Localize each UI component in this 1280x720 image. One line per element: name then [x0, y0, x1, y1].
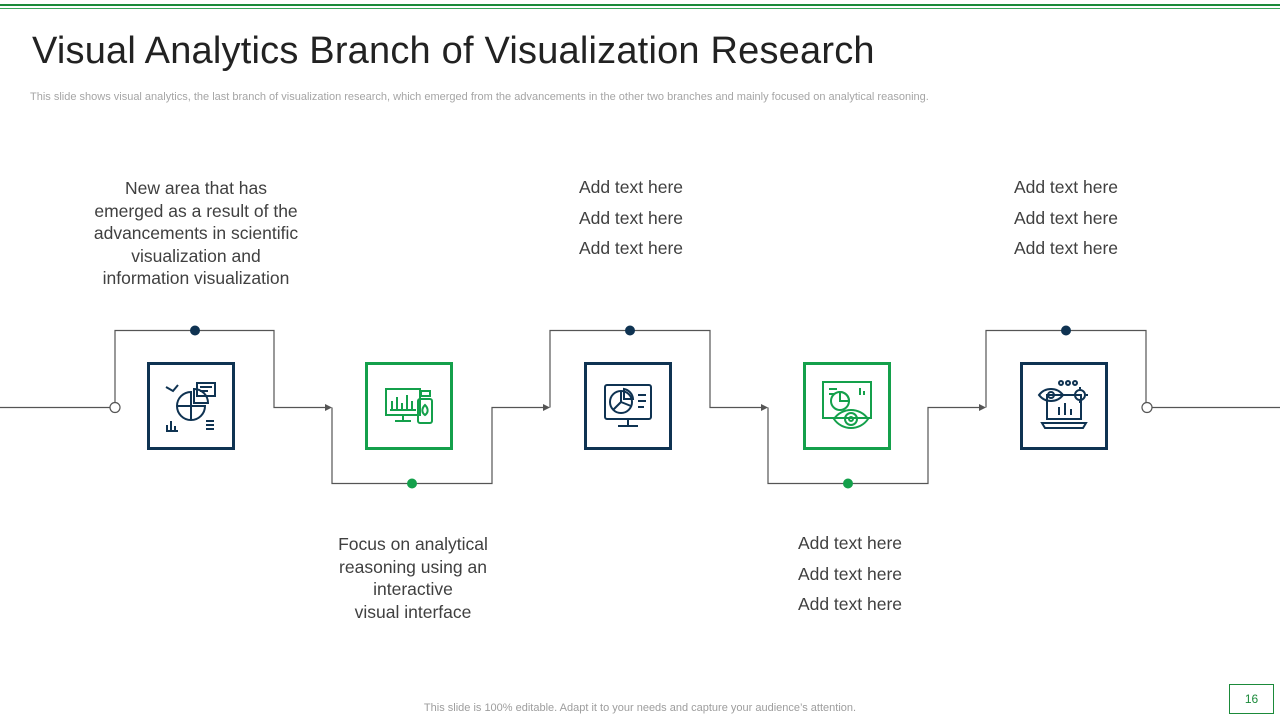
step-4-line-3: Add text here [797, 594, 903, 614]
step-1-icon-box [147, 362, 235, 450]
step-2-icon-box [365, 362, 453, 450]
step-2-line-1: Focus on analytical [338, 534, 488, 554]
step-5-line-2: Add text here [1013, 207, 1119, 228]
step-3-line-3: Add text here [578, 238, 684, 258]
step-1-dot [190, 325, 200, 336]
end-node [1141, 401, 1153, 414]
step-2-line-2: reasoning using an [339, 556, 487, 577]
step-5-line-3: Add text here [1013, 238, 1119, 258]
step-1-line-5: information visualization [102, 268, 290, 288]
step-4-text: Add text here Add text here Add text her… [770, 528, 930, 620]
eye-analytics-icon [822, 381, 872, 429]
step-4-line-2: Add text here [797, 563, 903, 584]
step-3-line-2: Add text here [578, 207, 684, 228]
step-2-dot [407, 478, 417, 489]
step-1-line-3: advancements in scientific [93, 223, 299, 243]
step-5-dot [1061, 325, 1071, 336]
step-4-dot [843, 478, 853, 489]
step-4-line-1: Add text here [797, 533, 903, 553]
start-node [109, 401, 121, 414]
top-rule [0, 4, 1280, 6]
slide-subtitle: This slide shows visual analytics, the l… [30, 91, 929, 103]
slide-title: Visual Analytics Branch of Visualization… [32, 30, 875, 72]
laptop-eye-gear-icon [1037, 380, 1088, 429]
step-1-line-1: New area that has [124, 178, 268, 198]
step-3-icon-box [584, 362, 672, 450]
step-5-text: Add text here Add text here Add text her… [986, 172, 1146, 264]
step-5-icon-box [1020, 362, 1108, 450]
top-rule-thin [0, 8, 1280, 9]
pie-chart-monitor-icon [604, 384, 652, 427]
step-3-line-1: Add text here [578, 177, 684, 197]
step-1-text: New area that has emerged as a result of… [76, 177, 316, 290]
step-3-dot [625, 325, 635, 336]
step-3-text: Add text here Add text here Add text her… [551, 172, 711, 264]
step-1-line-2: emerged as a result of the [94, 200, 298, 221]
chart-analysis-icon [165, 382, 216, 432]
step-4-icon-box [803, 362, 891, 450]
step-2-line-3: interactive [373, 579, 453, 599]
footer-note: This slide is 100% editable. Adapt it to… [423, 702, 857, 714]
step-1-line-4: visualization and [131, 245, 261, 266]
step-2-text: Focus on analytical reasoning using an i… [313, 533, 513, 623]
monitor-dashboard-icon [385, 388, 433, 424]
step-2-line-4: visual interface [354, 601, 472, 622]
page-number: 16 [1229, 684, 1274, 714]
step-5-line-1: Add text here [1013, 177, 1119, 197]
